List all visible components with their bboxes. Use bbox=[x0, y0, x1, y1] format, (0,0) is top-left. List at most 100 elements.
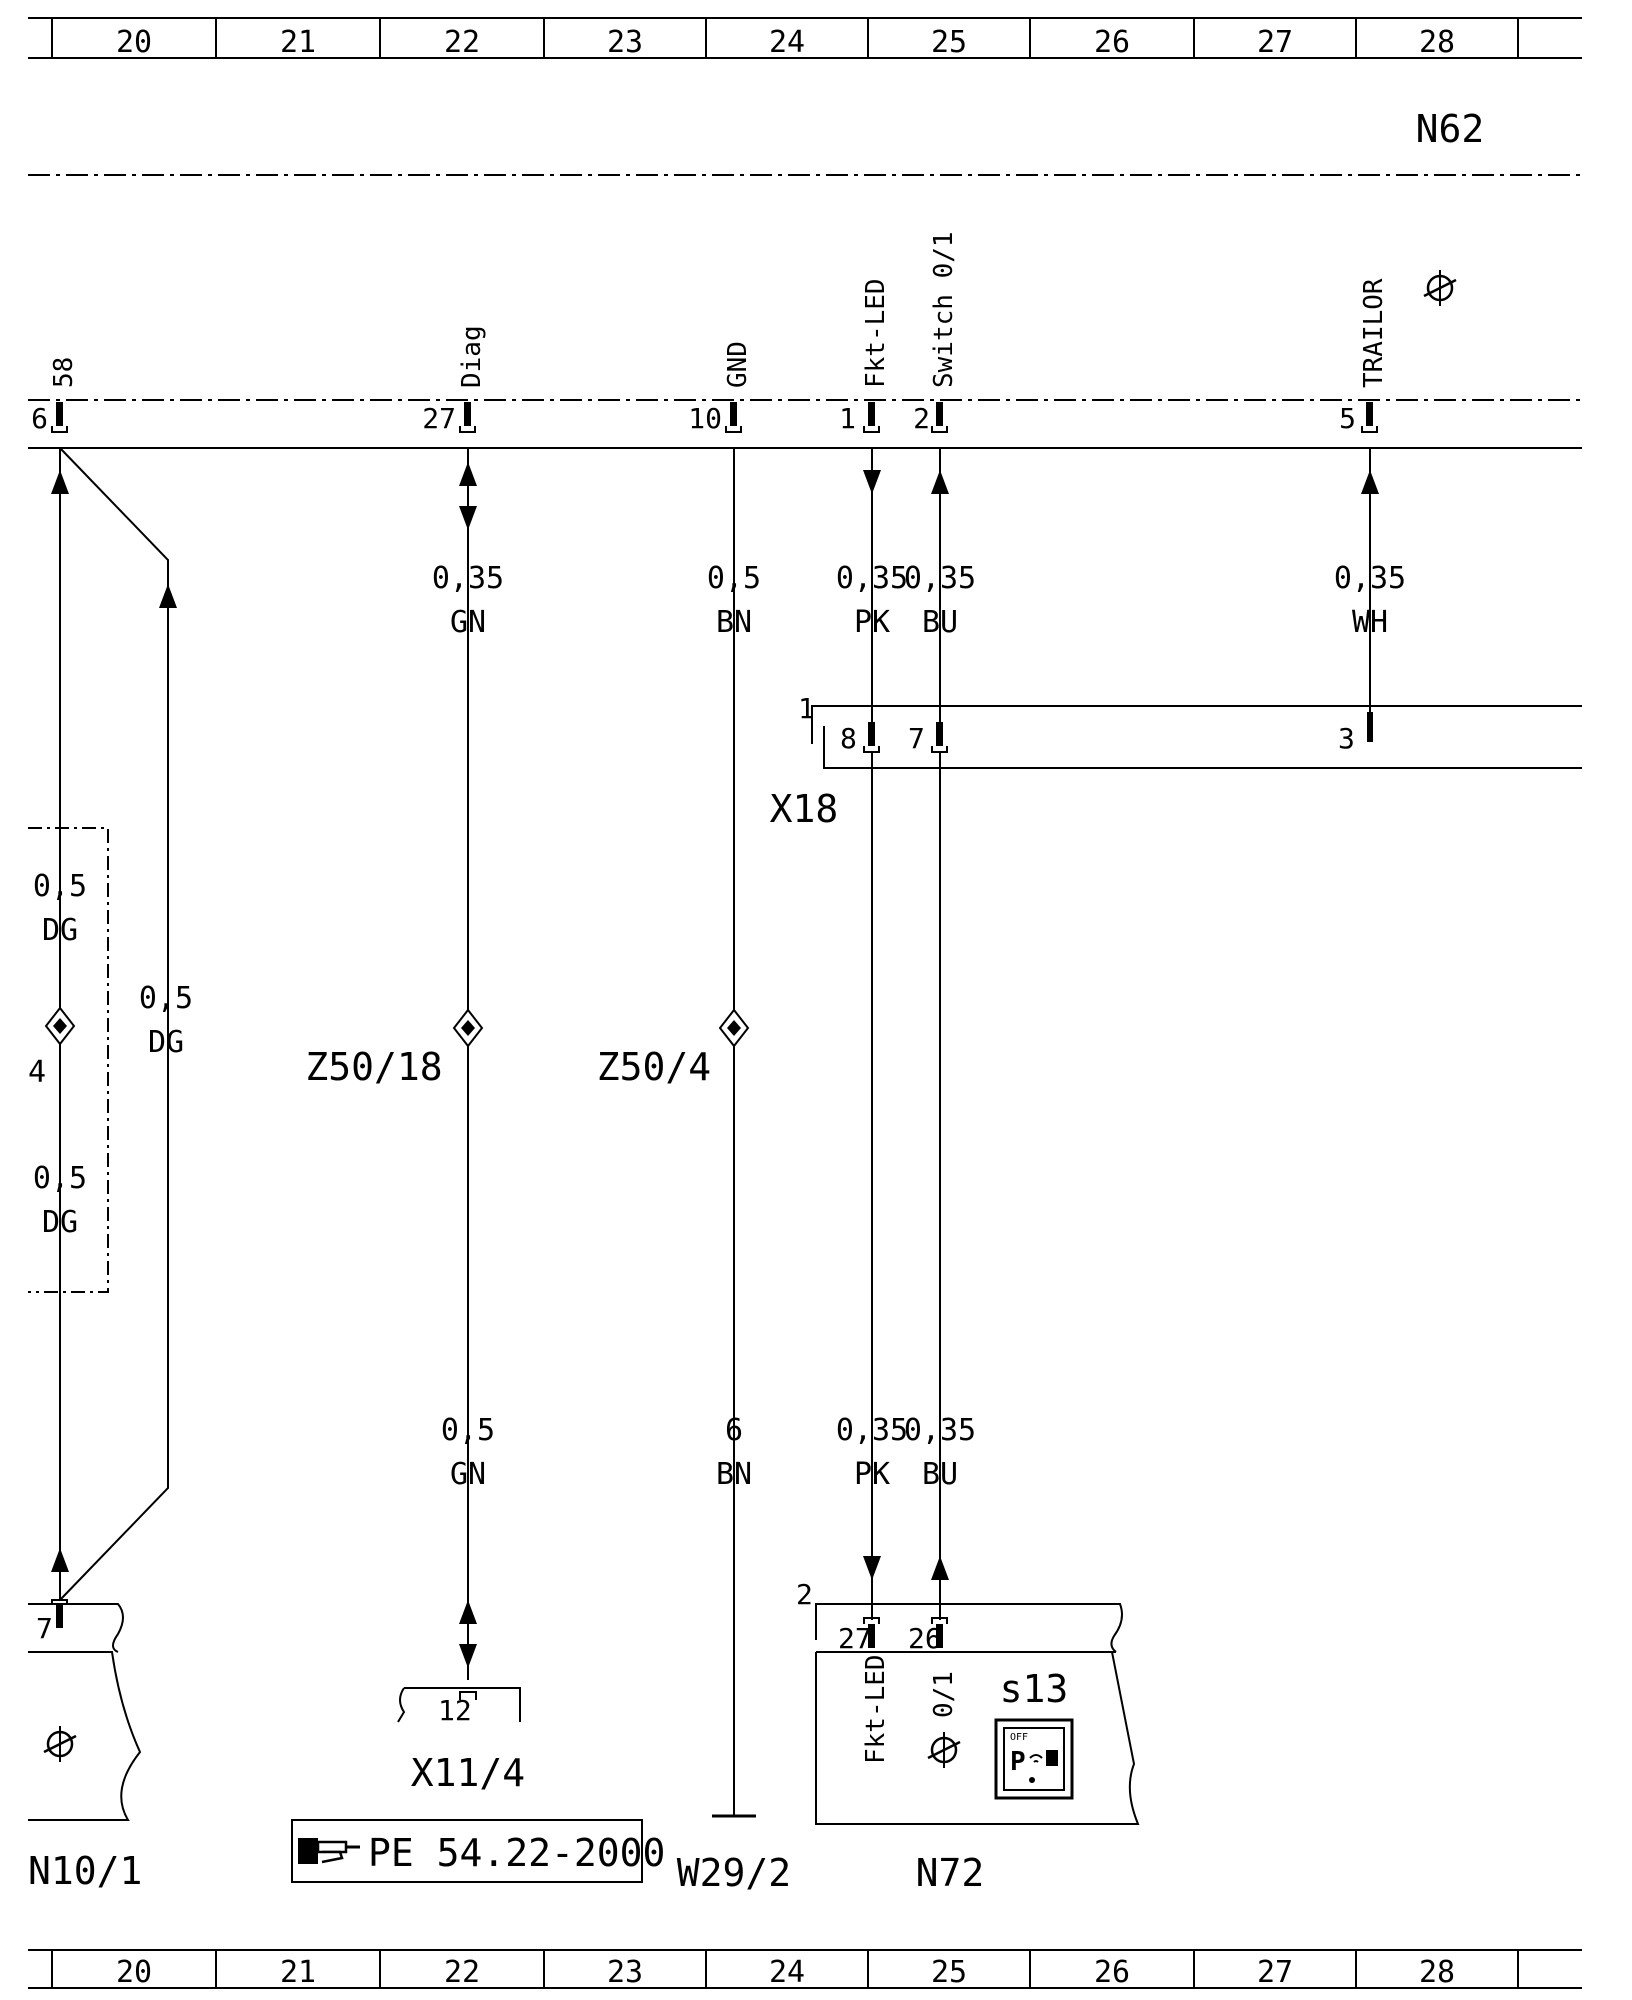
signal-label-diag: Diag bbox=[457, 325, 487, 388]
grid-label-26-bottom: 26 bbox=[1094, 1955, 1130, 1990]
wire-diag-gn bbox=[452, 448, 484, 1680]
grid-label-20-bottom: 20 bbox=[116, 1955, 152, 1990]
wire-size-bn-2: 6 bbox=[725, 1413, 743, 1448]
wire-size-gn-2: 0,5 bbox=[441, 1413, 495, 1448]
n72-signal-fkt-led: Fkt-LED bbox=[861, 1654, 891, 1764]
wire-size-dg-3: 0,5 bbox=[139, 981, 193, 1016]
wire-color-dg-1: DG bbox=[42, 913, 78, 948]
n72-signal-0-1: 0/1 bbox=[929, 1671, 959, 1718]
stray-mark: 4 bbox=[28, 1055, 46, 1090]
wire-trailor-wh bbox=[1361, 448, 1379, 712]
wire-size-bn-1: 0,5 bbox=[707, 561, 761, 596]
ground-w29-label: W29/2 bbox=[677, 1851, 791, 1895]
grid-label-25-top: 25 bbox=[931, 25, 967, 60]
wire-size-pk-1: 0,35 bbox=[836, 561, 908, 596]
module-n10-label: N10/1 bbox=[28, 1849, 142, 1893]
signal-label-switch: Switch 0/1 bbox=[929, 231, 959, 388]
reference-box: PE 54.22-2000 bbox=[291, 1819, 665, 1883]
pin-number-1: 1 bbox=[839, 402, 856, 435]
grid-label-24-bottom: 24 bbox=[769, 1955, 805, 1990]
wire-size-wh: 0,35 bbox=[1334, 561, 1406, 596]
svg-text:OFF: OFF bbox=[1010, 1732, 1028, 1743]
grid-strip-top: 20 21 22 23 24 25 26 27 28 bbox=[28, 17, 1582, 60]
connector-pin-1: Fkt-LED 1 bbox=[839, 278, 891, 435]
x18-pin-3: 3 bbox=[1338, 722, 1355, 755]
connector-x18: 1 8 7 3 X18 bbox=[770, 692, 1582, 831]
wire-switch-bu bbox=[931, 448, 949, 1620]
module-n72-block: 2 27 26 Fkt-LED 0/1 s13 OFF P bbox=[796, 1578, 1140, 1825]
module-n10-block: 7 N10/1 bbox=[28, 1599, 142, 1893]
svg-text:P: P bbox=[1010, 1747, 1026, 1777]
grid-strip-bottom: 20 21 22 23 24 25 26 27 28 bbox=[28, 1949, 1582, 1990]
parking-sensor-off-icon: OFF P bbox=[994, 1718, 1074, 1800]
wire-size-gn-1: 0,35 bbox=[432, 561, 504, 596]
connector-x18-label: X18 bbox=[770, 787, 839, 831]
wire-gnd-bn bbox=[712, 448, 756, 1818]
module-n62-label: N62 bbox=[1416, 107, 1485, 151]
wire-color-bn-2: BN bbox=[716, 1457, 752, 1492]
wire-color-dg-3: DG bbox=[148, 1025, 184, 1060]
grid-label-21-top: 21 bbox=[280, 25, 316, 60]
grid-label-20-top: 20 bbox=[116, 25, 152, 60]
wire-color-gn-2: GN bbox=[450, 1457, 486, 1492]
wire-size-bu-2: 0,35 bbox=[904, 1413, 976, 1448]
signal-label-58: 58 bbox=[49, 357, 79, 388]
grid-label-28-top: 28 bbox=[1419, 25, 1455, 60]
shielded-section-box bbox=[28, 827, 109, 1293]
connector-pin-5: TRAILOR 5 bbox=[1339, 278, 1389, 435]
splice-z50-4: Z50/4 bbox=[597, 1045, 711, 1089]
module-n72-label: N72 bbox=[916, 1851, 985, 1895]
grid-label-28-bottom: 28 bbox=[1419, 1955, 1455, 1990]
connector-pin-2: Switch 0/1 2 bbox=[913, 231, 959, 435]
n72-tag: 2 bbox=[796, 1578, 813, 1611]
connector-x11: 12 X11/4 bbox=[397, 1687, 525, 1795]
x18-pin-8: 8 bbox=[840, 722, 857, 755]
grid-label-27-top: 27 bbox=[1257, 25, 1293, 60]
grid-label-23-top: 23 bbox=[607, 25, 643, 60]
signal-label-trailor: TRAILOR bbox=[1359, 278, 1389, 388]
wire-fkt-led-pk bbox=[863, 448, 881, 1620]
connector-pin-10: GND 10 bbox=[688, 341, 753, 435]
electronic-module-icon bbox=[1423, 270, 1457, 306]
grid-label-22-bottom: 22 bbox=[444, 1955, 480, 1990]
grid-label-23-bottom: 23 bbox=[607, 1955, 643, 1990]
grid-label-21-bottom: 21 bbox=[280, 1955, 316, 1990]
wire-color-wh: WH bbox=[1352, 605, 1388, 640]
wire-size-dg-2: 0,5 bbox=[33, 1161, 87, 1196]
transistor-icon bbox=[927, 1732, 961, 1768]
wire-color-gn-1: GN bbox=[450, 605, 486, 640]
connector-pin-27: Diag 27 bbox=[422, 325, 487, 435]
signal-label-gnd: GND bbox=[723, 341, 753, 388]
wire-color-bu-2: BU bbox=[922, 1457, 958, 1492]
pin-number-6: 6 bbox=[31, 402, 48, 435]
n72-pin-27: 27 bbox=[838, 1622, 872, 1655]
switch-s13-label: s13 bbox=[1000, 1667, 1069, 1711]
wire-color-pk-1: PK bbox=[854, 605, 890, 640]
connector-x11-label: X11/4 bbox=[411, 1751, 525, 1795]
signal-label-fkt-led: Fkt-LED bbox=[861, 278, 891, 388]
connector-pin-6: 58 6 bbox=[31, 357, 79, 435]
grid-label-27-bottom: 27 bbox=[1257, 1955, 1293, 1990]
grid-label-22-top: 22 bbox=[444, 25, 480, 60]
wire-color-bu-1: BU bbox=[922, 605, 958, 640]
transistor-icon bbox=[43, 1726, 77, 1762]
grid-label-24-top: 24 bbox=[769, 25, 805, 60]
grid-label-26-top: 26 bbox=[1094, 25, 1130, 60]
wire-size-dg-1: 0,5 bbox=[33, 869, 87, 904]
pin-number-27: 27 bbox=[422, 402, 456, 435]
pin-number-5: 5 bbox=[1339, 402, 1356, 435]
x18-tag: 1 bbox=[798, 692, 815, 725]
pointing-hand-icon bbox=[298, 1838, 360, 1864]
wire-color-pk-2: PK bbox=[854, 1457, 890, 1492]
pin-number-2: 2 bbox=[913, 402, 930, 435]
splice-z50-18: Z50/18 bbox=[305, 1045, 442, 1089]
reference-text: PE 54.22-2000 bbox=[368, 1831, 665, 1875]
wire-size-pk-2: 0,35 bbox=[836, 1413, 908, 1448]
x18-pin-7: 7 bbox=[908, 722, 925, 755]
n10-pin-number: 7 bbox=[36, 1612, 53, 1645]
wire-color-dg-2: DG bbox=[42, 1205, 78, 1240]
wire-size-bu-1: 0,35 bbox=[904, 561, 976, 596]
pin-number-10: 10 bbox=[688, 402, 722, 435]
x11-pin-number: 12 bbox=[438, 1694, 472, 1727]
